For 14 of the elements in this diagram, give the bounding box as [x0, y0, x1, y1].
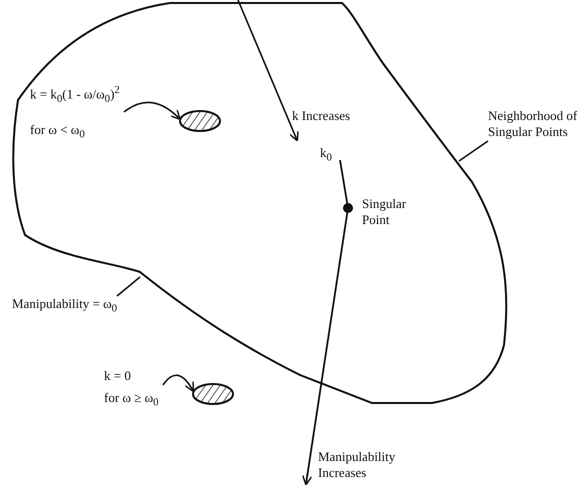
point-label: k$_{0}$ — [320, 145, 332, 166]
arrow-label: k Increases — [292, 108, 350, 124]
callout-text: k = 0 — [104, 368, 131, 384]
callout-text: Neighborhood of Singular Points — [488, 108, 578, 140]
callout-text: k = k$_{0}$(1 - ω/ω$_{0}$)$^{2}$ — [30, 84, 120, 106]
condition-text: for ω ≥ ω$_{0}$ — [104, 390, 159, 410]
curved-arrow — [124, 102, 181, 120]
curved-arrow — [162, 374, 194, 392]
leader-line — [458, 140, 488, 162]
leader-line — [116, 276, 140, 297]
callout-text: Manipulability = ω$_{0}$ — [12, 296, 118, 316]
condition-text: for ω < ω$_{0}$ — [30, 122, 85, 142]
point-label: Singular Point — [362, 196, 408, 228]
arrow-label: Manipulability Increases — [318, 449, 396, 482]
